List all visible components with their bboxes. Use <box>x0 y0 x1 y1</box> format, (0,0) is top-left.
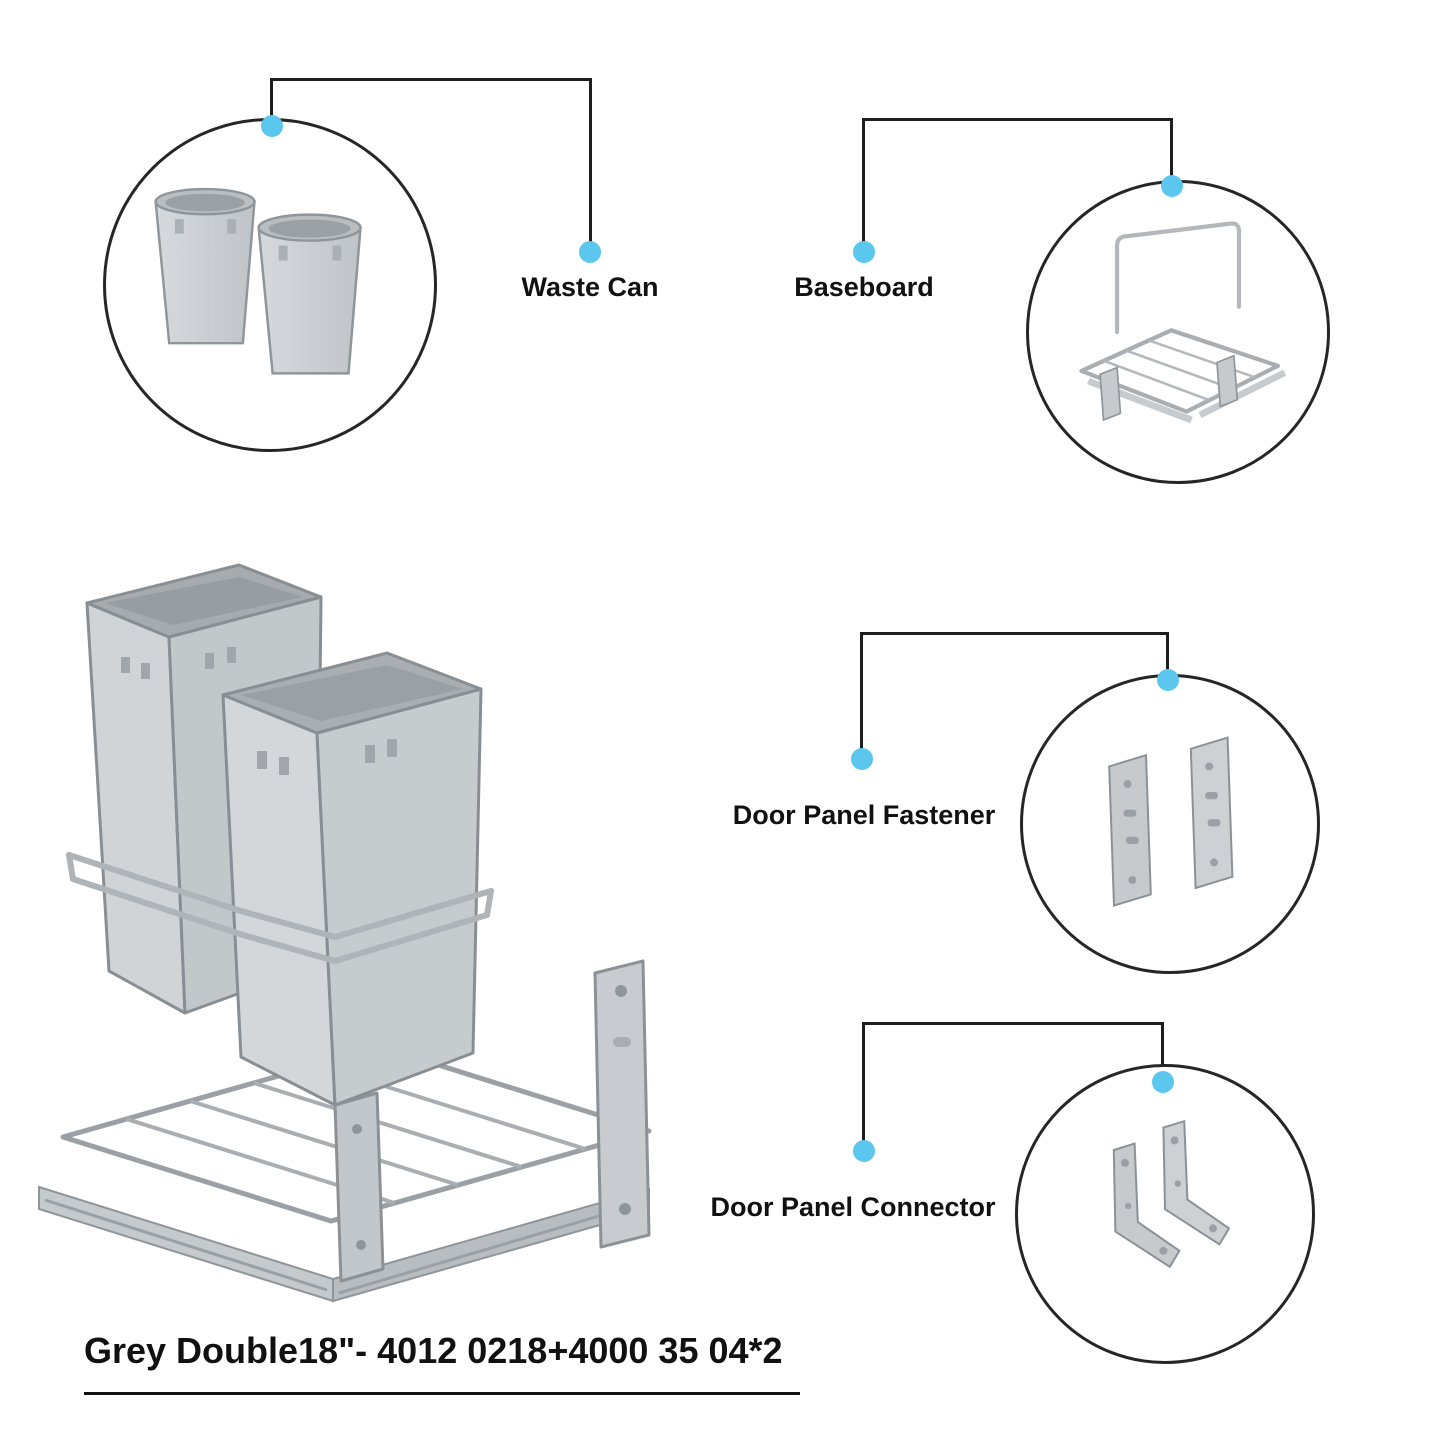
door-panel-connector-mounted <box>333 1091 385 1283</box>
callout-dot <box>579 241 601 263</box>
callout-line <box>270 78 273 128</box>
callout-dot <box>1157 669 1179 691</box>
baseboard-rack-icon <box>1079 221 1287 424</box>
door-panel-fastener-circle <box>1020 674 1320 974</box>
callout-line <box>1161 1022 1164 1080</box>
baseboard-circle <box>1026 180 1330 484</box>
double-waste-can-icon <box>154 187 362 375</box>
callout-label-baseboard: Baseboard <box>794 272 934 302</box>
caption-underline <box>84 1392 800 1395</box>
wire-cage <box>66 852 494 965</box>
door-panel-fastener-icon <box>1108 736 1234 907</box>
door-panel-connector-circle <box>1015 1064 1315 1364</box>
callout-dot <box>853 1140 875 1162</box>
callout-line <box>1170 118 1173 182</box>
callout-line <box>1166 632 1169 678</box>
waste-can-left <box>154 187 256 345</box>
callout-line <box>860 632 1169 635</box>
waste-can-right <box>257 213 362 375</box>
callout-dot <box>261 115 283 137</box>
callout-label-door-panel-connector: Door Panel Connector <box>710 1192 996 1222</box>
door-panel-fastener-mounted <box>593 959 651 1249</box>
callout-label-door-panel-fastener: Door Panel Fastener <box>732 800 996 830</box>
waste-can-front <box>221 651 483 1107</box>
pullout-double-waste-can-illustration <box>38 563 652 1303</box>
waste-can-circle <box>103 118 437 452</box>
callout-dot <box>853 241 875 263</box>
callout-dot <box>1161 175 1183 197</box>
callout-label-waste-can: Waste Can <box>521 272 659 302</box>
callout-line <box>860 632 863 750</box>
callout-line <box>862 118 865 244</box>
callout-line <box>589 78 592 246</box>
callout-line <box>862 118 1173 121</box>
callout-line <box>862 1022 1164 1025</box>
callout-dot <box>851 748 873 770</box>
product-code-caption: Grey Double18"- 4012 0218+4000 35 04*2 <box>84 1330 783 1371</box>
door-panel-connector-icon <box>1112 1119 1231 1269</box>
callout-line <box>862 1022 865 1142</box>
callout-line <box>270 78 592 81</box>
callout-dot <box>1152 1071 1174 1093</box>
